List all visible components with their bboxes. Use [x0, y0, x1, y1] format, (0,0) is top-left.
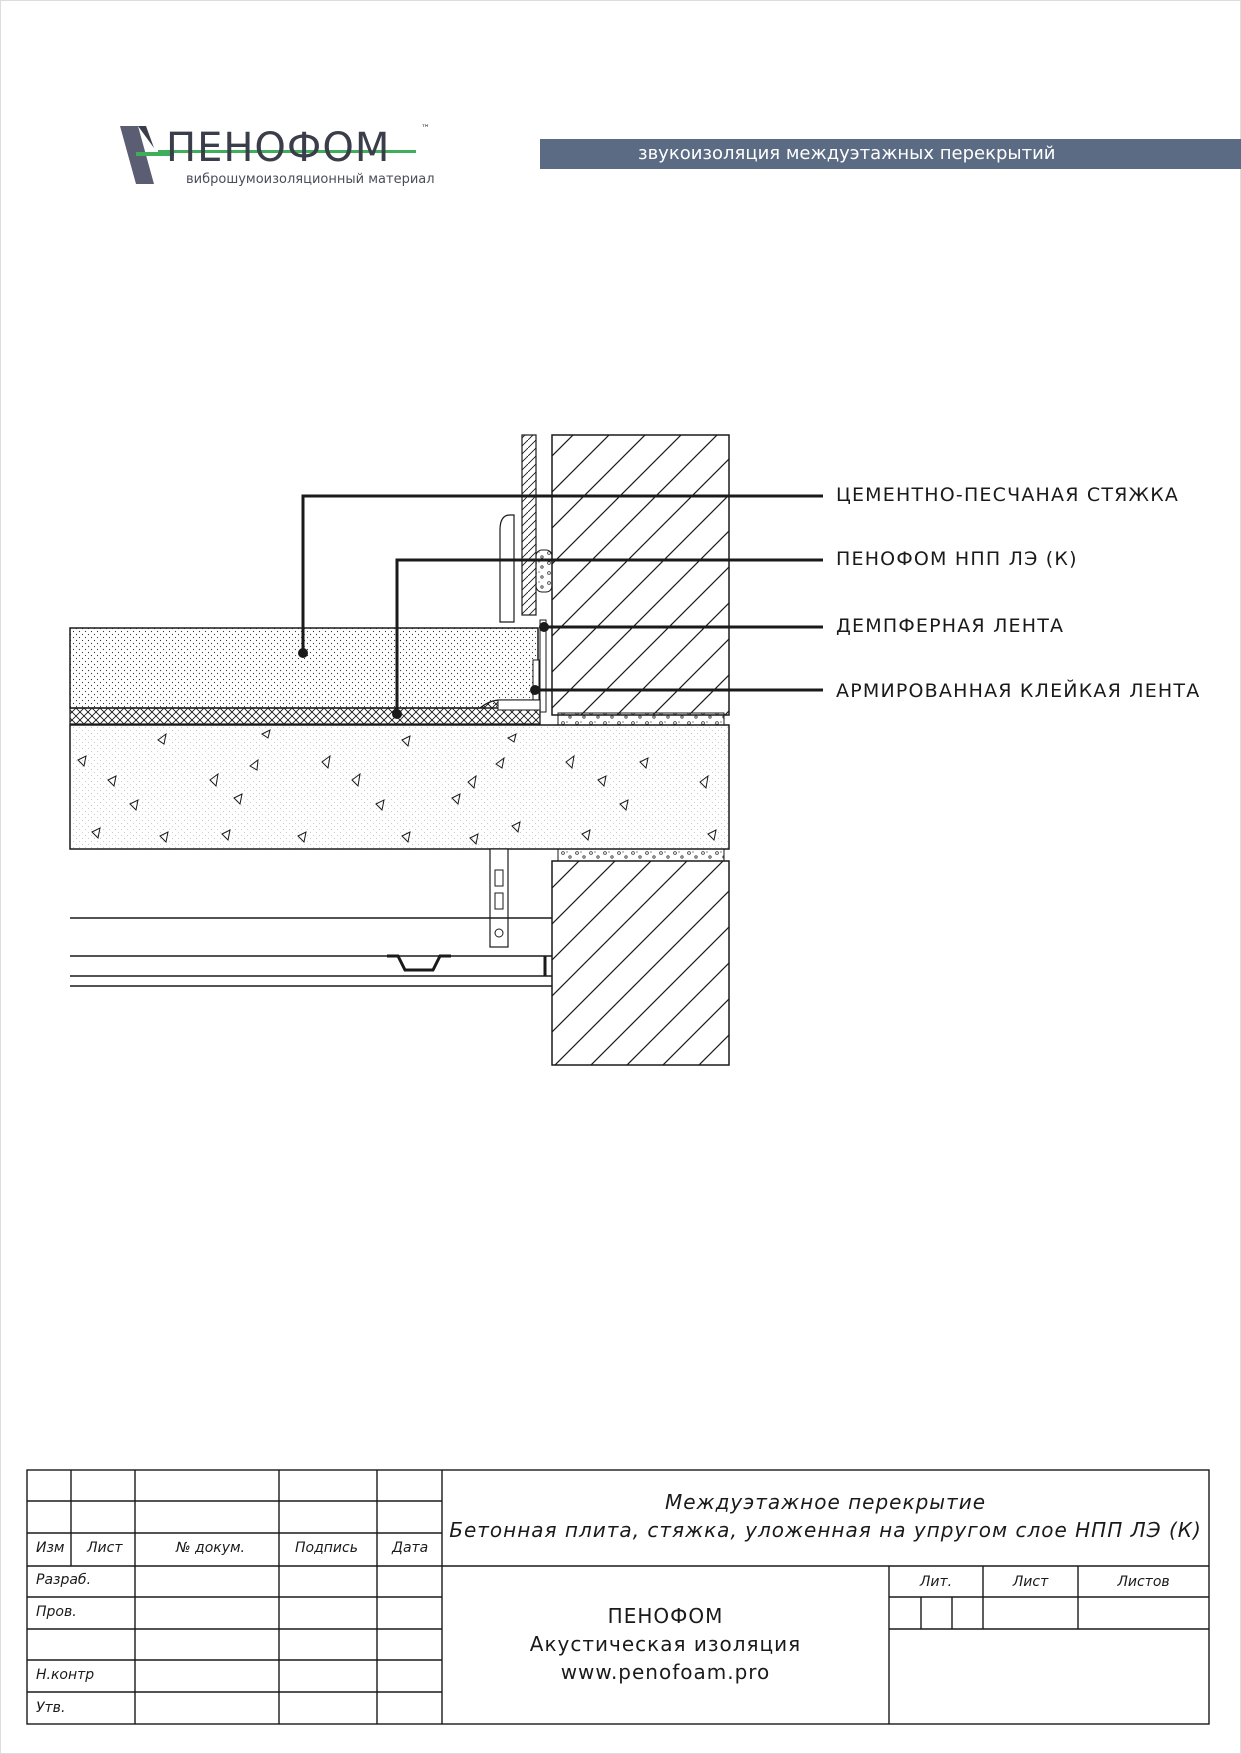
header-banner: звукоизоляция междуэтажных перекрытий — [540, 139, 1241, 169]
col-date: Дата — [392, 1540, 429, 1556]
ceiling-hanger — [489, 848, 509, 948]
penofom-layer — [69, 699, 541, 725]
hanger-slot — [494, 869, 504, 887]
role-approver: Утв. — [36, 1700, 66, 1716]
role-norm-control: Н.контр — [36, 1667, 95, 1683]
logo-name: ПЕНОФОМ — [166, 125, 391, 171]
leader-lines — [301, 494, 823, 714]
callout-damper-tape: ДЕМПФЕРНАЯ ЛЕНТА — [836, 615, 1065, 637]
damper-tape — [539, 619, 547, 713]
callout-reinforced-tape: АРМИРОВАННАЯ КЛЕЙКАЯ ЛЕНТА — [836, 680, 1201, 702]
wall-plaster — [521, 434, 537, 616]
upper-wall — [551, 434, 730, 716]
hanger-slot — [494, 892, 504, 910]
logo-stripe — [158, 150, 416, 153]
drawing-title-line2: Бетонная плита, стяжка, уложенная на упр… — [449, 1518, 1202, 1542]
col-sheets: Листов — [1117, 1574, 1170, 1590]
col-izm: Изм — [36, 1540, 65, 1556]
leader-dots — [298, 622, 549, 719]
logo-mark-icon — [120, 126, 174, 184]
lower-wall-bed-joint — [557, 848, 725, 862]
role-developer: Разраб. — [36, 1572, 92, 1588]
logo-trademark: ™ — [421, 124, 430, 134]
ceiling-profile-clip — [387, 954, 451, 972]
org-description: Акустическая изоляция — [529, 1632, 802, 1656]
callout-penofom: ПЕНОФОМ НПП ЛЭ (К) — [836, 548, 1078, 570]
upper-wall-bed-joint — [557, 712, 725, 726]
role-checker: Пров. — [36, 1604, 77, 1620]
logo-tagline: виброшумоизоляционный материал — [186, 172, 435, 187]
penofom-logo: ПЕНОФОМ ™ виброшумоизоляционный материал — [118, 120, 438, 190]
col-lit: Лит. — [919, 1574, 953, 1590]
reinforced-tape — [497, 699, 541, 711]
col-list: Лист — [87, 1540, 123, 1556]
col-doc-no: № докум. — [176, 1540, 246, 1556]
col-sheet: Лист — [1012, 1574, 1049, 1590]
floor-section-drawing — [69, 434, 823, 1066]
lower-wall — [551, 860, 730, 1066]
skirting-board — [499, 514, 515, 623]
drawing-title-line1: Междуэтажное перекрытие — [664, 1490, 987, 1514]
concrete-fines — [70, 725, 729, 849]
org-name: ПЕНОФОМ — [607, 1604, 724, 1628]
sealant-joint — [535, 549, 553, 593]
org-website: www.penofoam.pro — [560, 1660, 771, 1684]
col-signature: Подпись — [295, 1540, 358, 1556]
callout-screed: ЦЕМЕНТНО-ПЕСЧАНАЯ СТЯЖКА — [836, 484, 1180, 506]
hanger-hole — [494, 928, 504, 938]
